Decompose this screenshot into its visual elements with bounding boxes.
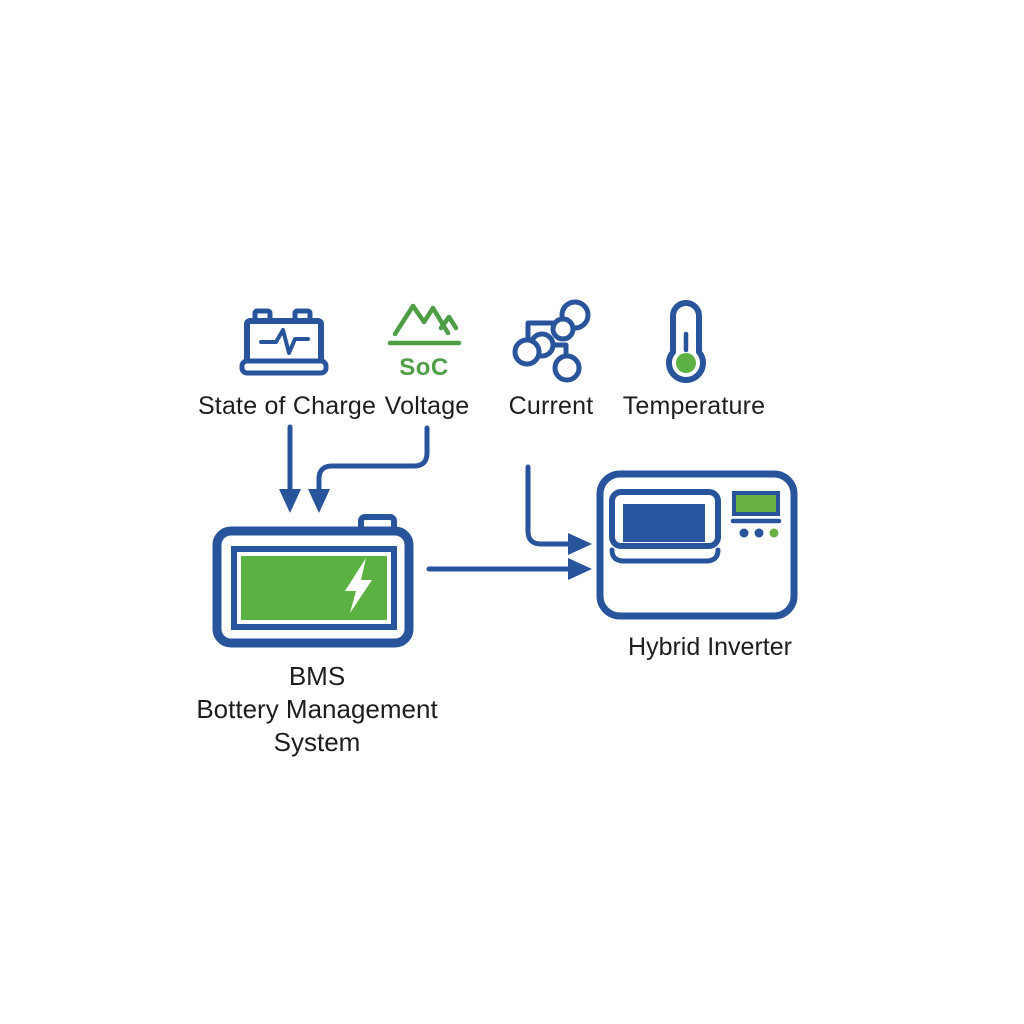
- bms-label: BMS Bottery Management System: [196, 660, 437, 759]
- sensor-label-voltage: Voltage: [384, 392, 470, 420]
- sensor-label-temperature: Temperature: [622, 392, 766, 420]
- thermometer-icon: [666, 300, 706, 383]
- soc-mountains-icon: [387, 303, 462, 346]
- arrow-voltage-to-bms: [308, 425, 430, 513]
- inverter-indicator-dot: [754, 528, 764, 538]
- arrow-current-to-inverter: [525, 464, 592, 555]
- molecule-icon: [512, 299, 591, 383]
- sensor-label-state-of-charge: State of Charge: [197, 392, 377, 420]
- inverter-indicator-dot: [739, 528, 749, 538]
- inverter-display: [732, 491, 780, 516]
- sensor-label-current: Current: [508, 392, 594, 420]
- arrow-state-of-charge-to-bms: [279, 424, 301, 513]
- thermometer-bulb: [676, 353, 696, 373]
- hybrid-inverter-label: Hybrid Inverter: [628, 633, 792, 661]
- bms-abbr: BMS: [288, 661, 346, 691]
- arrow-bms-to-inverter: [426, 558, 592, 580]
- bms-battery-icon: [212, 514, 414, 648]
- soc-icon-text: SoC: [399, 354, 449, 381]
- car-battery-pulse-icon: [239, 308, 329, 376]
- bms-name-line2: System: [273, 727, 361, 757]
- bms-name-line1: Bottery Management: [196, 694, 438, 724]
- inverter-screen: [623, 504, 705, 542]
- lightning-bolt-icon: [345, 558, 372, 613]
- inverter-indicator-dot: [769, 528, 779, 538]
- hybrid-inverter-icon: [596, 470, 798, 620]
